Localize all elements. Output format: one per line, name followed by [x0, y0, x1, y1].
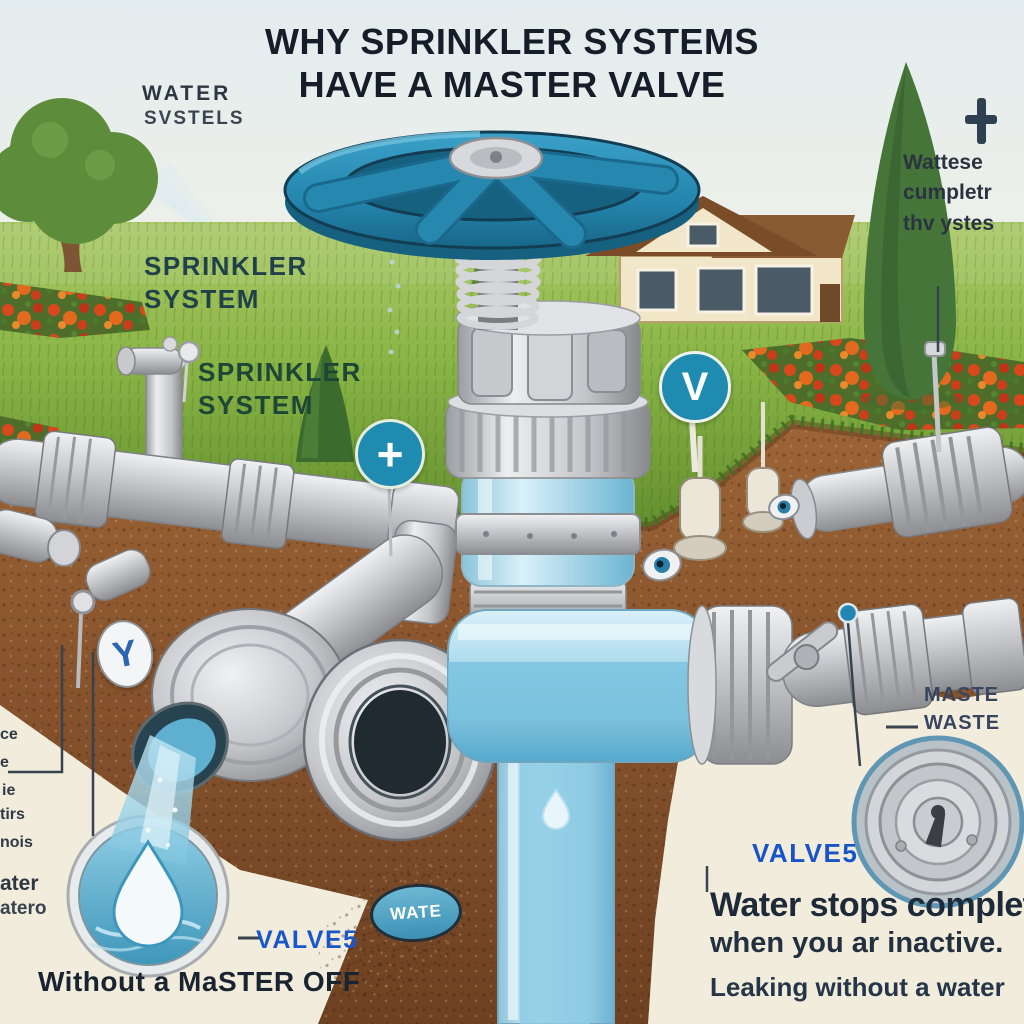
bottom-left-fragment-2: atero	[0, 898, 47, 919]
tree-left	[0, 98, 158, 272]
sprinkler-upper-line1: SPRINKLER	[144, 251, 308, 281]
sprinkler-upper-line2: SYSTEM	[144, 283, 260, 314]
probe-pin	[924, 341, 946, 453]
valve-marker-icon: V	[659, 351, 731, 423]
left-pipe-run	[0, 430, 460, 625]
label-bottom-right-note: Water stops complet when you ar inactive…	[710, 886, 1024, 1003]
valve-cap-gauge	[851, 735, 1024, 909]
label-valves-left: VALVE5	[256, 926, 359, 954]
water-systems-line1: WATER	[142, 82, 232, 105]
left-buried-fittings	[0, 509, 151, 601]
plus-marker-icon: +	[355, 419, 425, 489]
valve-glass-body	[455, 467, 641, 587]
sprinkler-lower-line1: SPRINKLER	[198, 357, 362, 387]
master-waste-line2: WASTE	[924, 712, 1001, 734]
title-line-2: HAVE A MASTER VALVE	[298, 64, 726, 106]
label-right-top-note: Wattese cumpletr thv ystes	[903, 148, 1024, 239]
t-right-coupling	[687, 605, 793, 765]
marker-stems	[70, 417, 698, 689]
small-valve-lever	[766, 621, 839, 682]
label-water-systems: WATER SVSTELS	[142, 82, 245, 130]
right-top-line1: Wattese	[903, 151, 983, 174]
water-drop-icon	[89, 839, 205, 952]
label-sprinkler-system-lower: SPRINKLER SYSTEM	[198, 356, 362, 421]
left-fragment-1: ce	[0, 726, 18, 743]
sprinkler-lower-line2: SYSTEM	[198, 389, 314, 420]
bottom-left-fragment-1: ater	[0, 872, 39, 895]
right-top-line3: thv ystes	[903, 211, 995, 235]
page-title: WHY SPRINKLER SYSTEMS HAVE A MASTER VALV…	[150, 20, 874, 106]
house	[585, 196, 855, 323]
cross-pin-icon	[965, 98, 997, 144]
label-without-master-off: Without a MaSTER OFF	[38, 966, 361, 997]
bottom-right-line3: Leaking without a water	[710, 972, 1005, 1002]
right-top-line2: cumpletr	[903, 181, 992, 205]
left-fragment-3: ie	[2, 782, 16, 799]
water-systems-line2: SVSTELS	[144, 108, 245, 129]
right-pipe-upper	[790, 426, 1024, 540]
flowerbed-left	[0, 282, 150, 338]
label-sprinkler-system-upper: SPRINKLER SYSTEM	[144, 250, 308, 315]
lawn-faucet	[116, 336, 187, 478]
left-fragment-5: nois	[0, 834, 33, 851]
main-vertical-pipe	[497, 737, 615, 1024]
t-junction-pipe	[447, 609, 711, 763]
bottom-right-line2: when you ar inactive.	[710, 927, 1004, 959]
cypress-tree-right	[863, 62, 960, 410]
left-fragment-4: tirs	[0, 806, 25, 823]
pouring-water-stream	[108, 735, 196, 866]
callout-lines	[8, 286, 940, 940]
bottom-right-line1: Water stops complet	[710, 886, 1024, 924]
mist-dots-near-valve	[387, 259, 401, 355]
master-valve-handwheel	[283, 130, 701, 260]
master-waste-line1: MASTE	[924, 684, 999, 706]
cone-bush-mid	[296, 345, 354, 462]
title-line-1: WHY SPRINKLER SYSTEMS	[265, 21, 759, 62]
valve-ribbed-collar	[445, 386, 651, 479]
blue-dot-marker	[837, 602, 859, 624]
label-valves-right: VALVE5	[752, 838, 859, 868]
pipe-end-eyelets	[642, 493, 800, 582]
left-fragment-2: e	[0, 754, 9, 771]
label-master-waste: MASTE WASTE	[924, 681, 1024, 737]
pin-marker-faucet	[177, 340, 201, 403]
